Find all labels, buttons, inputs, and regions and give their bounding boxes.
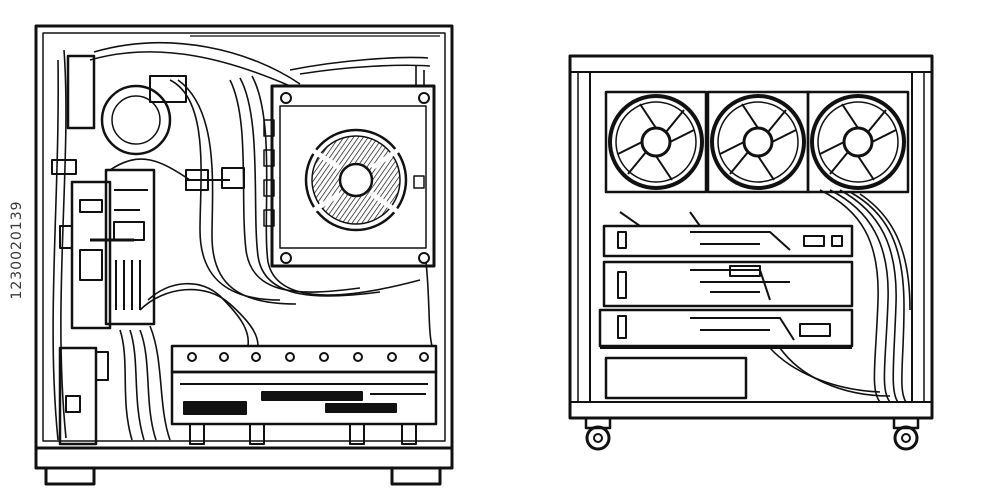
cable-bundles [52, 42, 433, 441]
caster-wheel-left [584, 416, 612, 451]
fan-icon [604, 90, 708, 194]
case-foot-left [44, 466, 96, 486]
cpu-cooler [100, 75, 187, 156]
drive-bay [604, 356, 748, 400]
fan-icon [806, 90, 910, 194]
stock-id-text: 1230020139 [9, 200, 25, 300]
expansion-cards [598, 211, 854, 349]
fan-icon [706, 90, 810, 194]
graphics-card [170, 344, 438, 445]
caster-wheel-right [892, 416, 920, 451]
pc-case-side-view [34, 24, 454, 486]
case-base [34, 446, 454, 470]
cable-bundles [769, 189, 911, 403]
power-supply-unit [263, 84, 436, 268]
stock-id-watermark: 1230020139 [6, 150, 28, 350]
case-fans [604, 90, 910, 194]
pc-case-front-view [568, 54, 934, 451]
case-foot-right [390, 466, 442, 486]
